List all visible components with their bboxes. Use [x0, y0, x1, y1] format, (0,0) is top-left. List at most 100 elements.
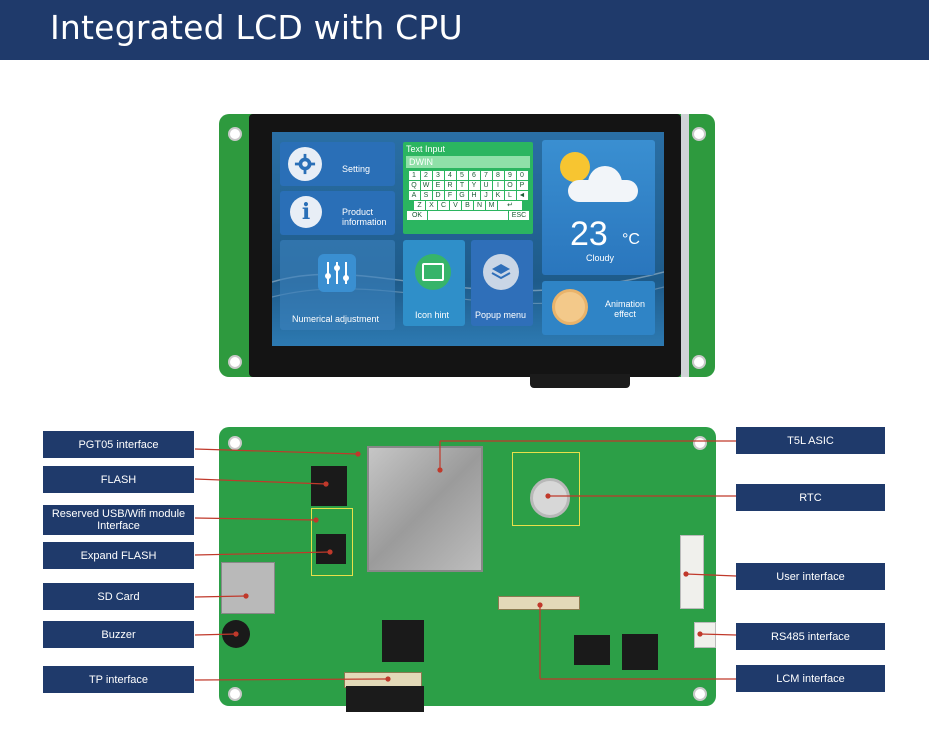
- keyboard-key[interactable]: H: [468, 191, 480, 200]
- keyboard-key[interactable]: B: [462, 201, 473, 210]
- keyboard-key[interactable]: F: [444, 191, 456, 200]
- keyboard-key[interactable]: 8: [492, 171, 504, 180]
- animation-effect-tile[interactable]: Animation effect: [542, 281, 655, 335]
- label-pgt05-interface: PGT05 interface: [43, 431, 194, 458]
- keyboard-key[interactable]: 7: [480, 171, 492, 180]
- label-expand-flash: Expand FLASH: [43, 542, 194, 569]
- keyboard-key[interactable]: O: [504, 181, 516, 190]
- rs485-connector: [694, 622, 716, 648]
- regulator-chip: [622, 634, 658, 670]
- layers-icon: [483, 254, 519, 290]
- mount-hole: [692, 127, 706, 141]
- icon-hint-label: Icon hint: [415, 310, 450, 320]
- keyboard-key[interactable]: X: [426, 201, 437, 210]
- popup-menu-tile[interactable]: Popup menu: [471, 240, 533, 326]
- label-lcm-interface: LCM interface: [736, 665, 885, 692]
- numerical-adjustment-label: Numerical adjustment: [292, 314, 380, 324]
- text-input-title: Text Input: [406, 144, 446, 154]
- keyboard-key[interactable]: 5: [456, 171, 468, 180]
- numerical-adjustment-tile[interactable]: Numerical adjustment: [280, 240, 395, 330]
- flex-cable: [530, 374, 630, 388]
- key-ok[interactable]: OK: [407, 211, 427, 220]
- label-buzzer: Buzzer: [43, 621, 194, 648]
- flash-highlight: [311, 508, 353, 576]
- key-esc[interactable]: ESC: [509, 211, 529, 220]
- label-tp-interface: TP interface: [43, 666, 194, 693]
- label-flash: FLASH: [43, 466, 194, 493]
- popup-menu-label: Popup menu: [475, 310, 527, 320]
- weather-condition: Cloudy: [586, 253, 615, 263]
- touch-icon: [552, 289, 588, 325]
- keyboard-key[interactable]: Q: [408, 181, 420, 190]
- product-info-label: Product information: [342, 207, 387, 227]
- keyboard-key[interactable]: Z: [414, 201, 425, 210]
- keyboard-key[interactable]: R: [444, 181, 456, 190]
- keyboard-key[interactable]: N: [474, 201, 485, 210]
- keyboard-key[interactable]: 2: [420, 171, 432, 180]
- icon-hint-tile[interactable]: Icon hint: [403, 240, 465, 326]
- flash-chip: [311, 466, 347, 506]
- keyboard-key[interactable]: K: [492, 191, 504, 200]
- expand-flash-chip: [316, 534, 346, 564]
- mount-hole: [228, 127, 242, 141]
- keyboard-key[interactable]: C: [438, 201, 449, 210]
- keyboard-key[interactable]: T: [456, 181, 468, 190]
- mosfet-chip: [574, 635, 610, 665]
- keyboard-key[interactable]: E: [432, 181, 444, 190]
- window-icon: [415, 254, 451, 290]
- keyboard-key[interactable]: M: [486, 201, 497, 210]
- keyboard-key[interactable]: W: [420, 181, 432, 190]
- keyboard-key[interactable]: J: [480, 191, 492, 200]
- lcm-connector: [498, 596, 580, 610]
- user-interface-connector: [680, 535, 704, 609]
- spacebar[interactable]: [428, 211, 508, 220]
- label-sd-card: SD Card: [43, 583, 194, 610]
- mount-hole: [228, 687, 242, 701]
- animation-effect-label: Animation effect: [604, 299, 646, 319]
- keyboard-key[interactable]: A: [408, 191, 420, 200]
- keyboard-key[interactable]: 9: [504, 171, 516, 180]
- lcd-side-strip: [681, 114, 689, 377]
- mount-hole: [228, 436, 242, 450]
- keyboard-key[interactable]: Y: [468, 181, 480, 190]
- setting-tile[interactable]: Setting: [280, 142, 395, 186]
- product-info-tile[interactable]: i Product information: [280, 191, 395, 235]
- tp-controller-chip: [382, 620, 424, 662]
- label-reserved-usb-wifi: Reserved USB/Wifi module Interface: [43, 505, 194, 535]
- t5l-asic-shield: [367, 446, 483, 572]
- keyboard-key[interactable]: 0: [516, 171, 528, 180]
- label-rs485-interface: RS485 interface: [736, 623, 885, 650]
- keyboard-key[interactable]: P: [516, 181, 528, 190]
- keyboard-key[interactable]: 6: [468, 171, 480, 180]
- info-icon: i: [290, 196, 322, 228]
- keyboard-key[interactable]: 1: [408, 171, 420, 180]
- text-input-field[interactable]: DWIN: [406, 156, 530, 168]
- temperature-unit: °C: [622, 231, 640, 248]
- weather-tile[interactable]: 23 °C Cloudy: [542, 140, 655, 275]
- label-rtc: RTC: [736, 484, 885, 511]
- rtc-highlight: [512, 452, 580, 526]
- keyboard-key[interactable]: S: [420, 191, 432, 200]
- header-bar: Integrated LCD with CPU: [0, 0, 929, 60]
- keyboard-key[interactable]: L: [504, 191, 516, 200]
- keyboard-key[interactable]: 4: [444, 171, 456, 180]
- keyboard-key[interactable]: V: [450, 201, 461, 210]
- gear-icon: [288, 147, 322, 181]
- mount-hole: [693, 687, 707, 701]
- keyboard-key[interactable]: ◄: [516, 191, 528, 200]
- keyboard-key[interactable]: 3: [432, 171, 444, 180]
- bottom-flex-cable: [346, 686, 424, 712]
- keyboard-key[interactable]: I: [492, 181, 504, 190]
- keyboard-key[interactable]: U: [480, 181, 492, 190]
- setting-label: Setting: [342, 164, 371, 174]
- label-t5l-asic: T5L ASIC: [736, 427, 885, 454]
- keyboard-key[interactable]: D: [432, 191, 444, 200]
- mount-hole: [228, 355, 242, 369]
- keyboard-key[interactable]: ↵ Enter: [498, 201, 522, 218]
- temperature-value: 23: [570, 215, 608, 253]
- keyboard-key[interactable]: G: [456, 191, 468, 200]
- mount-hole: [693, 436, 707, 450]
- slider-icon: [318, 254, 356, 292]
